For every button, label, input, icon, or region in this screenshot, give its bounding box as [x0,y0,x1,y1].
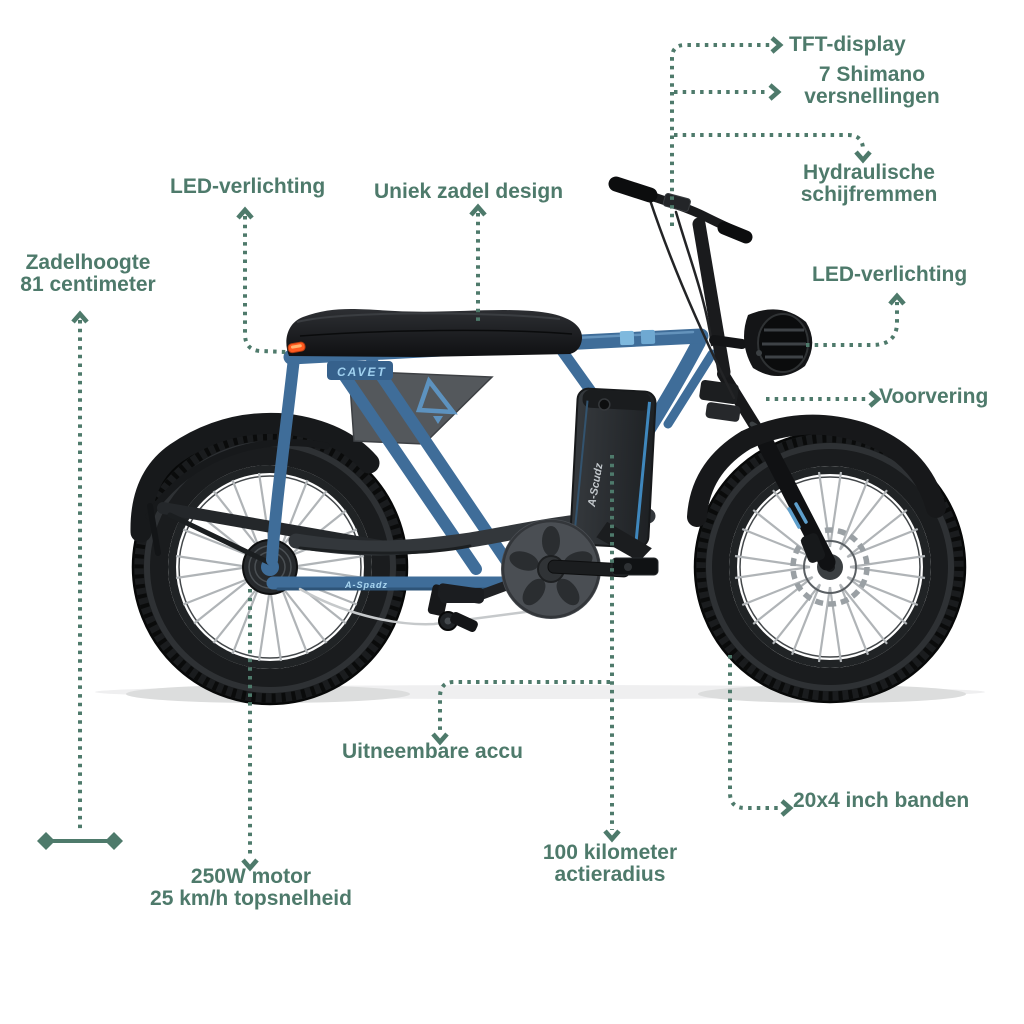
battery-pack: A-Scudz [569,387,657,562]
connector-tires [728,655,794,817]
connector-led-front [806,292,906,347]
rear-wheel [131,428,409,706]
connector-saddle-height [37,310,123,850]
connector-hydraulic-brakes [674,133,872,164]
label-front-suspension: Voorvering [879,385,989,408]
label-saddle-design: Uniek zadel design [374,180,564,203]
arrowhead-down-icon [603,829,621,843]
connector-battery-range [431,455,621,843]
label-saddle-height: Zadelhoogte 81 centimeter [20,251,156,296]
crankset [440,519,659,619]
arrowhead-right-icon [768,83,782,101]
arrowhead-up-icon [71,310,89,324]
label-hydraulic-brakes: Hydraulische schijfremmen [800,161,938,206]
arrowhead-right-icon [780,799,794,817]
connector-tft-display [670,36,784,226]
headlight [709,309,813,377]
frame-brand-text: CAVET [337,365,387,379]
arrowhead-up-icon [469,203,487,217]
arrowhead-right-icon [868,390,882,408]
label-tires: 20x4 inch banden [793,789,970,812]
label-led-rear: LED-verlichting [170,175,326,198]
label-tft-display: TFT-display [789,33,906,56]
label-shimano-gears: 7 Shimano versnellingen [804,63,940,108]
chainstay-brand-text: A-Spadz [344,580,388,590]
arrowhead-up-icon [236,206,254,220]
arrowhead-up-icon [888,292,906,306]
label-motor: 250W motor 25 km/h topsnelheid [150,865,352,910]
handlebar [608,176,753,422]
arrowhead-down-icon [241,858,259,872]
label-led-front: LED-verlichting [812,263,968,286]
seat [286,309,583,357]
connector-saddle-design [469,203,487,322]
arrowhead-down-icon [431,732,449,746]
diamond-endpoint-icon [105,832,123,850]
connector-front-suspension [766,390,882,408]
tail-light [287,341,306,354]
connector-motor [241,589,259,872]
front-fender [687,414,946,527]
arrowhead-down-icon [854,150,872,164]
label-range: 100 kilometer actieradius [542,841,678,886]
frame-panel-logo [415,376,458,424]
arrowhead-right-icon [770,36,784,54]
connector-shimano-gears [674,83,782,101]
diamond-endpoint-icon [37,832,55,850]
connector-led-rear [236,206,287,354]
label-removable-battery: Uitneembare accu [342,740,523,763]
